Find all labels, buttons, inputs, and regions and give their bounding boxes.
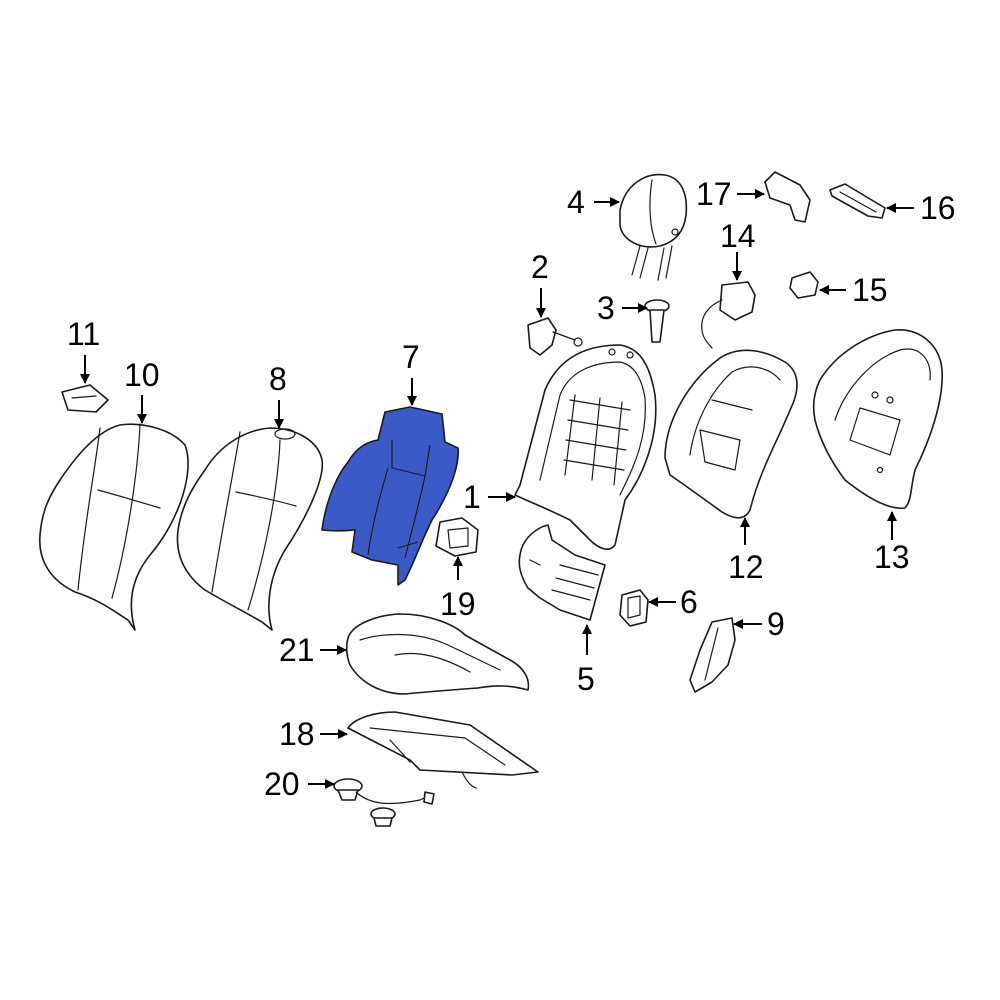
part-3-pin[interactable] (644, 299, 670, 343)
part-9-trim-strip[interactable] (689, 617, 736, 693)
part-21-seat-cushion[interactable] (345, 613, 530, 695)
callout-2: 2 (531, 249, 549, 285)
callout-1: 1 (463, 479, 481, 515)
callout-12: 12 (728, 549, 764, 585)
callout-20: 20 (264, 766, 300, 802)
callout-3: 3 (597, 290, 615, 326)
callout-labels: 1 2 3 4 5 6 7 8 9 10 11 12 13 14 15 16 1… (67, 176, 956, 802)
part-7-backrest-pad-highlighted[interactable] (321, 406, 459, 586)
part-19-clip[interactable] (435, 517, 479, 557)
callout-15: 15 (852, 272, 888, 308)
part-18-seat-pan[interactable] (347, 711, 539, 789)
part-14-actuator[interactable] (701, 281, 756, 349)
callout-7: 7 (402, 339, 420, 375)
part-6-connector[interactable] (619, 589, 649, 627)
leader-lines (80, 189, 914, 789)
part-20-sensor-harness[interactable] (333, 778, 435, 827)
callout-13: 13 (874, 539, 910, 575)
part-2-bracket[interactable] (527, 317, 583, 356)
part-1-backrest-frame[interactable] (514, 344, 657, 550)
callout-19: 19 (440, 586, 476, 622)
callout-10: 10 (124, 357, 160, 393)
callout-14: 14 (720, 218, 756, 254)
part-11-tag[interactable] (61, 384, 109, 413)
part-10-backrest-cover[interactable] (39, 423, 189, 631)
callout-21: 21 (279, 632, 315, 668)
callout-5: 5 (577, 661, 595, 697)
part-8-backrest-cover[interactable] (176, 427, 324, 631)
callout-6: 6 (680, 584, 698, 620)
callout-18: 18 (279, 716, 315, 752)
callout-17: 17 (696, 176, 732, 212)
callout-4: 4 (567, 184, 585, 220)
part-15-clip[interactable] (789, 271, 819, 299)
part-16-rail[interactable] (829, 183, 886, 219)
part-4-headrest[interactable] (619, 173, 688, 281)
part-17-cover[interactable] (764, 171, 811, 223)
callout-16: 16 (920, 190, 956, 226)
callout-9: 9 (767, 606, 785, 642)
callout-8: 8 (269, 361, 287, 397)
part-13-rear-shell[interactable] (812, 329, 943, 510)
part-12-back-panel[interactable] (664, 349, 798, 519)
callout-11: 11 (67, 316, 100, 352)
part-5-lumbar-support[interactable] (518, 524, 606, 621)
